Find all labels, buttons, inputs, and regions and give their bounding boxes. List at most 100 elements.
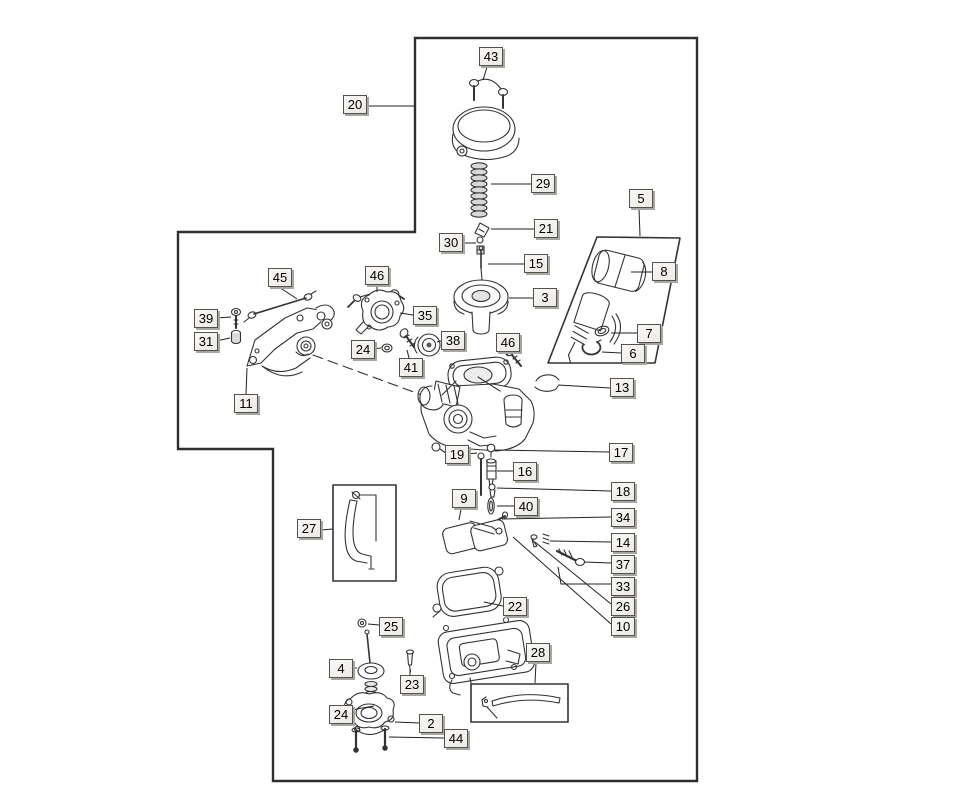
leader-line-43 (482, 66, 488, 81)
clip-6-drawing (581, 339, 602, 356)
callout-6: 6 (621, 344, 645, 363)
leader-line-14 (549, 540, 612, 543)
alignment-dashed-line (312, 354, 431, 399)
leader-line-10 (512, 536, 612, 625)
gasket-22-drawing (432, 566, 504, 618)
spring-29-drawing (470, 162, 488, 218)
leader-line-27 (319, 528, 334, 531)
callout-9: 9 (452, 489, 476, 508)
plunger-cap-8-drawing (591, 249, 647, 292)
leader-line-6 (601, 351, 622, 354)
callout-11: 11 (234, 394, 258, 413)
callout-leader-lines (215, 66, 652, 739)
callout-29: 29 (531, 174, 555, 193)
callout-18: 18 (611, 482, 635, 501)
leader-line-38 (436, 340, 442, 343)
callout-28: 28 (526, 643, 550, 662)
leader-line-13 (557, 384, 611, 389)
callout-3: 3 (533, 288, 557, 307)
leader-line-28 (534, 662, 537, 684)
callout-22: 22 (503, 597, 527, 616)
leader-line-11 (245, 367, 248, 395)
leader-line-31 (215, 337, 231, 342)
leader-line-34 (501, 516, 612, 520)
cover-screws-drawing (468, 78, 509, 109)
callout-20: 20 (343, 95, 367, 114)
callout-8: 8 (652, 262, 676, 281)
leader-line-46b (503, 351, 510, 357)
callout-31: 31 (194, 332, 218, 351)
starter-plunger-drawing (567, 292, 610, 363)
leader-line-33 (557, 566, 611, 585)
callout-21: 21 (534, 219, 558, 238)
callout-14: 14 (611, 533, 635, 552)
leader-line-24b (350, 705, 375, 711)
leader-line-5 (638, 207, 641, 237)
vacuum-chamber-cover-drawing (451, 106, 520, 161)
callout-34: 34 (611, 508, 635, 527)
jet-parts-drawing (477, 443, 509, 522)
oring-7-drawing (594, 325, 610, 337)
callout-25: 25 (379, 617, 403, 636)
callout-30: 30 (439, 233, 463, 252)
spacer-31-drawing (230, 329, 242, 345)
leader-line-22 (483, 601, 504, 607)
callout-27: 27 (297, 519, 321, 538)
screw-39-drawing (230, 307, 242, 329)
callout-5: 5 (629, 189, 653, 208)
clamp-13-drawing (534, 374, 560, 392)
callout-44: 44 (444, 729, 468, 748)
throttle-bracket-11-drawing (246, 304, 335, 377)
callout-2: 2 (419, 714, 443, 733)
callout-4: 4 (329, 659, 353, 678)
callout-41: 41 (399, 358, 423, 377)
callout-13: 13 (610, 378, 634, 397)
diagram-outline (176, 36, 699, 783)
pump-housing-drawing (417, 380, 461, 411)
callout-46b: 46 (496, 333, 520, 352)
callout-23: 23 (400, 675, 424, 694)
leader-line-37 (583, 561, 612, 564)
callout-40: 40 (514, 497, 538, 516)
callout-35: 35 (413, 306, 437, 325)
float-9-drawing (442, 519, 509, 555)
leader-line-39 (215, 316, 232, 319)
callout-46a: 46 (365, 266, 389, 285)
leader-line-35 (399, 312, 414, 316)
drain-tube-box-28 (470, 683, 569, 723)
bottom-set-drawing (344, 618, 415, 753)
callout-17: 17 (609, 443, 633, 462)
callout-38: 38 (441, 331, 465, 350)
callout-15: 15 (524, 254, 548, 273)
callout-39: 39 (194, 309, 218, 328)
callout-24a: 24 (351, 340, 375, 359)
leader-line-18 (496, 487, 612, 492)
diaphragm-3-drawing (453, 279, 509, 335)
leader-line-41 (406, 349, 410, 359)
leader-line-9 (458, 508, 462, 521)
callout-43: 43 (479, 47, 503, 66)
leader-line-17 (494, 449, 610, 453)
float-bowl-drawing (437, 616, 535, 696)
leader-line-44 (388, 736, 445, 739)
callout-19: 19 (445, 445, 469, 464)
callout-24b: 24 (329, 705, 353, 724)
callout-37: 37 (611, 555, 635, 574)
callout-16: 16 (513, 462, 537, 481)
leader-line-2 (394, 721, 420, 724)
top-set-35-drawing (347, 289, 441, 357)
leader-line-45 (278, 286, 298, 300)
hose-box-27 (332, 484, 397, 582)
leader-line-25 (367, 623, 380, 626)
callout-33: 33 (611, 577, 635, 596)
needle-clip-21-drawing (474, 222, 490, 238)
callout-10: 10 (611, 617, 635, 636)
link-rod-45-drawing (243, 290, 317, 323)
callout-7: 7 (637, 324, 661, 343)
leader-line-26 (534, 541, 612, 605)
callout-45: 45 (268, 268, 292, 287)
callout-26: 26 (611, 597, 635, 616)
float-valve-parts-drawing (530, 533, 586, 567)
